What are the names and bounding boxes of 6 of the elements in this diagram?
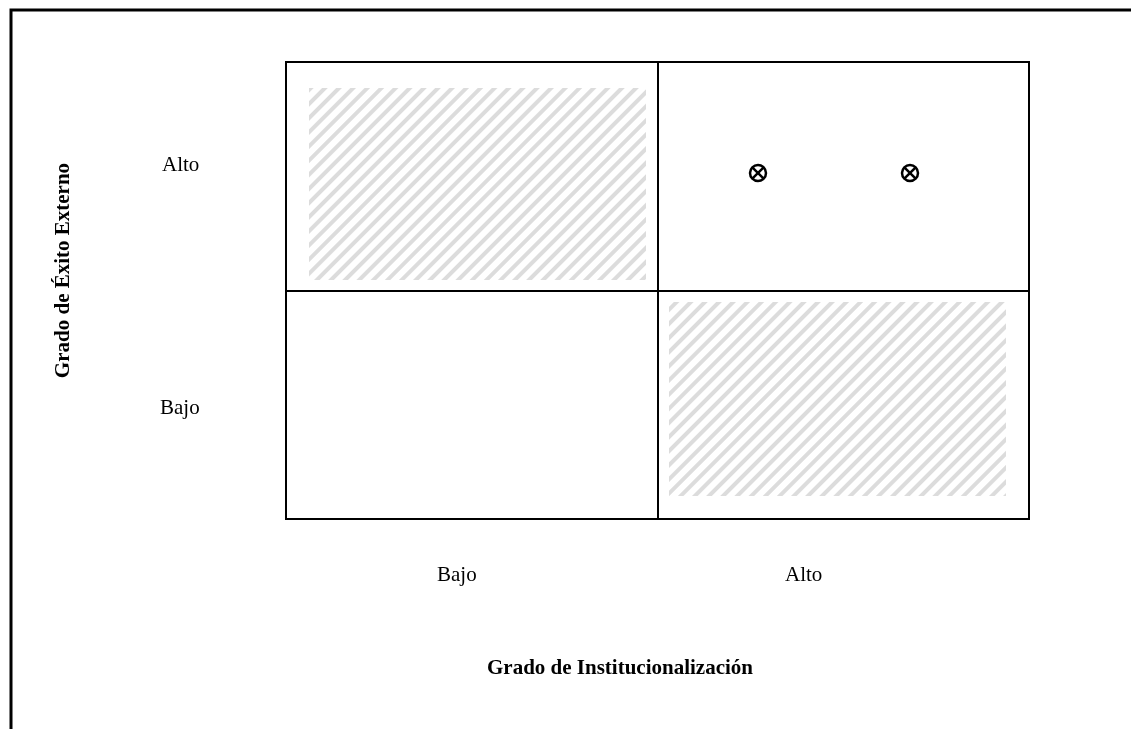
axis-title: Grado de Institucionalización [487,655,754,680]
axis-label: Alto [162,152,200,177]
axis-label: Bajo [160,395,200,420]
axis-title: Grado de Éxito Externo [49,162,75,378]
axis-label: Bajo [437,562,477,587]
axis-label: Alto [785,562,823,587]
